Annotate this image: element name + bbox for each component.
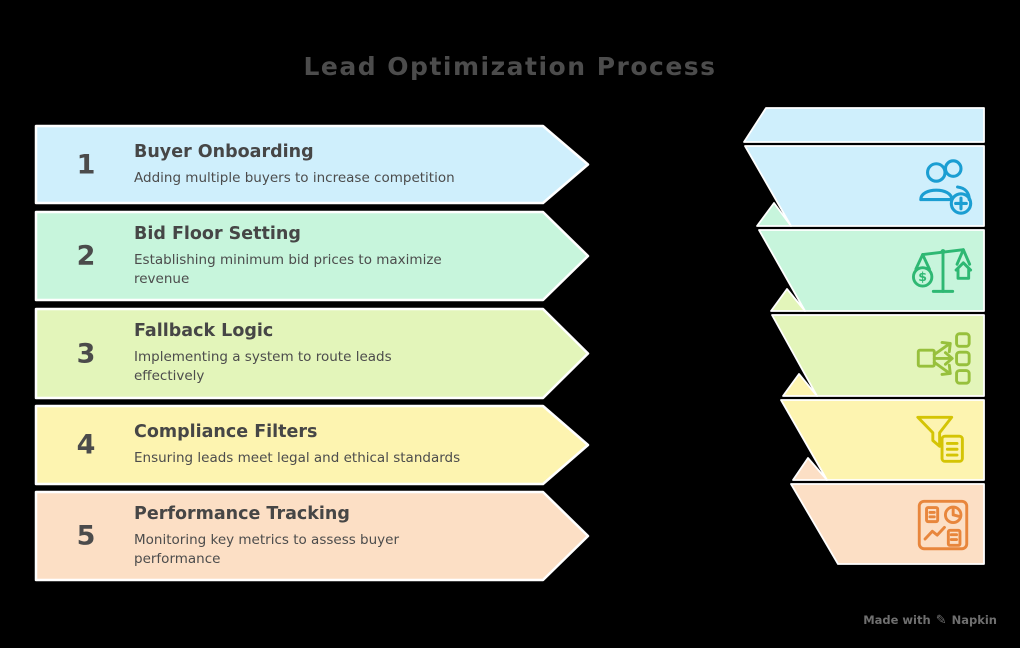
pen-icon: ✎ (935, 612, 947, 628)
route-split-icon (916, 332, 971, 385)
arrow-band-polygon (34, 404, 590, 486)
step-content: Fallback Logic Implementing a system to … (134, 307, 506, 400)
step-number: 1 (76, 149, 96, 180)
process-step-3: 3 Fallback Logic Implementing a system t… (34, 307, 594, 400)
step-title: Performance Tracking (134, 503, 350, 524)
step-number: 3 (76, 338, 96, 369)
step-title: Compliance Filters (134, 422, 318, 443)
arrow-band-shape (34, 307, 590, 400)
dashboard-metrics-icon (917, 499, 969, 551)
arrow-band-shape (34, 404, 590, 486)
step-number: 4 (76, 429, 96, 461)
step-content: Compliance Filters Ensuring leads meet l… (134, 404, 506, 486)
step-description: Monitoring key metrics to assess buyer p… (134, 531, 400, 567)
dollar-sign: $ (918, 269, 927, 284)
watermark-brand: Napkin (951, 613, 997, 627)
ribbon-segment-5 (790, 483, 985, 565)
step-description: Establishing minimum bid prices to maxim… (134, 251, 442, 287)
watermark: Made with ✎ Napkin (863, 611, 997, 629)
step-title: Buyer Onboarding (134, 141, 314, 162)
ribbon-segment-4 (780, 399, 985, 481)
step-description: Adding multiple buyers to increase compe… (134, 169, 455, 186)
ribbon-segment-3 (771, 314, 985, 397)
step-content: Buyer Onboarding Adding multiple buyers … (134, 124, 506, 205)
arrow-band-polygon (34, 307, 590, 400)
arrow-band-polygon (34, 124, 590, 205)
ribbon-segment-1 (744, 145, 985, 227)
process-step-1: 1 Buyer Onboarding Adding multiple buyer… (34, 124, 594, 205)
step-title: Bid Floor Setting (134, 223, 301, 244)
step-title: Fallback Logic (134, 321, 274, 342)
scale-pivot-dot (940, 249, 946, 255)
arrow-band-polygon (34, 210, 590, 302)
ribbon-top-fold (743, 107, 985, 143)
step-content: Bid Floor Setting Establishing minimum b… (134, 210, 506, 302)
step-description: Implementing a system to route leads eff… (134, 349, 392, 384)
balance-scale-icon: $ (912, 248, 973, 293)
ribbon-fold-3 (770, 288, 806, 312)
arrow-band-shape (34, 210, 590, 302)
ribbon-fold-4 (782, 373, 818, 397)
step-number: 2 (76, 240, 96, 272)
arrow-band-shape (34, 490, 590, 582)
process-step-2: 2 Bid Floor Setting Establishing minimum… (34, 210, 594, 302)
arrow-band-shape (34, 124, 590, 205)
watermark-text: Made with (863, 613, 931, 627)
filter-document-icon (916, 415, 964, 463)
ribbon-fold-2 (756, 202, 792, 227)
process-step-5: 5 Performance Tracking Monitoring key me… (34, 490, 594, 582)
ribbon-segment-2 (758, 229, 985, 312)
process-step-4: 4 Compliance Filters Ensuring leads meet… (34, 404, 594, 486)
step-content: Performance Tracking Monitoring key metr… (134, 490, 506, 582)
user-add-icon (919, 159, 973, 215)
step-number: 5 (76, 520, 96, 552)
page-title: Lead Optimization Process (303, 52, 717, 81)
step-description: Ensuring leads meet legal and ethical st… (134, 450, 461, 467)
arrow-band-polygon (34, 490, 590, 582)
ribbon-fold-5 (792, 457, 828, 481)
